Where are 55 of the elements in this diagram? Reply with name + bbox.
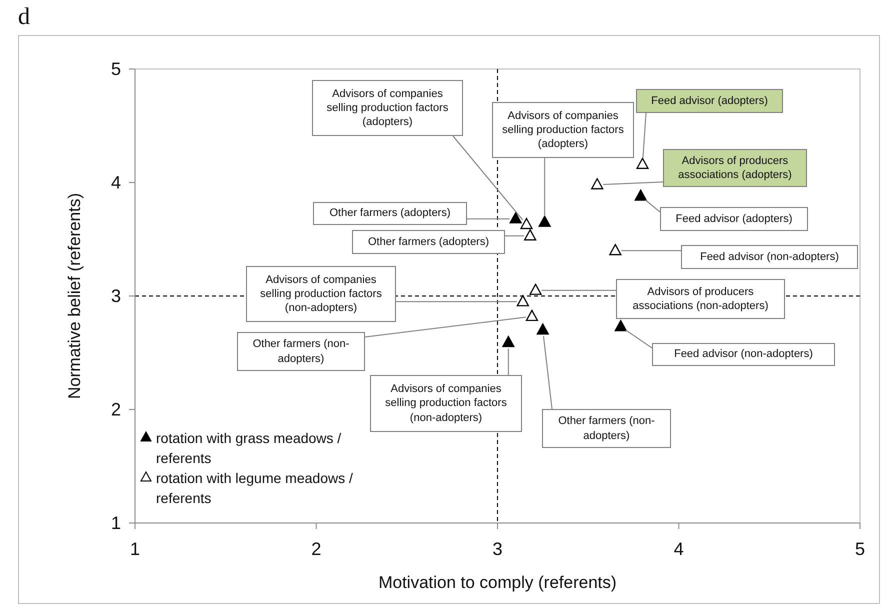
data-point	[525, 309, 538, 322]
data-point	[536, 322, 550, 335]
tick-label: 5	[855, 539, 865, 559]
tick-label: 5	[110, 59, 121, 79]
axis-title: Motivation to comply (referents)	[378, 573, 617, 592]
callout-box: Advisors of companies selling production factors (adopters)	[312, 80, 463, 136]
leader-line	[625, 330, 652, 348]
legend-text: rotation with legume meadows / referents	[156, 469, 354, 508]
tick-label: 3	[492, 539, 502, 559]
data-point	[529, 283, 542, 295]
callout-box: Other farmers (non-adopters)	[542, 409, 671, 448]
callout-box: Feed advisor (non-adopters)	[652, 343, 835, 366]
tick-label: 3	[110, 286, 121, 306]
callout-box: Other farmers (non-adopters)	[237, 332, 365, 371]
callout-box: Feed advisor (non-adopters)	[681, 245, 858, 269]
leader-line	[541, 290, 616, 291]
leader-line	[602, 182, 664, 186]
data-point	[608, 243, 622, 256]
leader-line	[544, 158, 546, 217]
leader-line	[620, 250, 682, 252]
data-point	[524, 228, 537, 240]
leader-line	[508, 348, 509, 376]
callout-box: Advisors of companies selling production factors (non-adopters)	[246, 266, 396, 322]
axis-title: Normative belief (referents)	[65, 193, 84, 399]
callout-box: Advisors of producers associations (non-adopters)	[616, 279, 785, 319]
data-point	[509, 212, 522, 224]
tick-label: 1	[130, 539, 140, 559]
callout-box: Other farmers (adopters)	[313, 202, 467, 225]
leader-line	[396, 301, 518, 302]
data-point	[636, 157, 650, 169]
tick-label: 4	[110, 172, 121, 192]
leader-line	[504, 235, 525, 236]
leader-line	[644, 199, 660, 212]
panel-letter: d	[18, 4, 30, 30]
data-point	[520, 217, 534, 230]
leader-line	[543, 336, 552, 410]
tick-label: 2	[110, 400, 121, 420]
leader-line	[364, 316, 526, 338]
leader-line	[452, 136, 524, 220]
callout-box: Feed advisor (adopters)	[636, 89, 783, 113]
data-point	[590, 178, 604, 190]
tick-label: 4	[674, 539, 684, 559]
callout-box: Advisors of producers associations (adopters)	[663, 149, 807, 187]
data-point	[516, 294, 530, 306]
callout-box: Other farmers (adopters)	[352, 230, 505, 254]
data-point	[502, 335, 515, 348]
data-point	[634, 188, 648, 201]
tick-label: 1	[110, 513, 121, 533]
callout-box: Feed advisor (adopters)	[660, 207, 808, 231]
callout-box: Advisors of companies selling production factors (non-adopters)	[370, 375, 522, 432]
leader-line	[466, 218, 510, 220]
data-point	[538, 214, 552, 227]
tick-label: 2	[311, 539, 322, 559]
callout-box: Advisors of companies selling production factors (adopters)	[492, 102, 634, 158]
leader-line	[642, 112, 646, 159]
